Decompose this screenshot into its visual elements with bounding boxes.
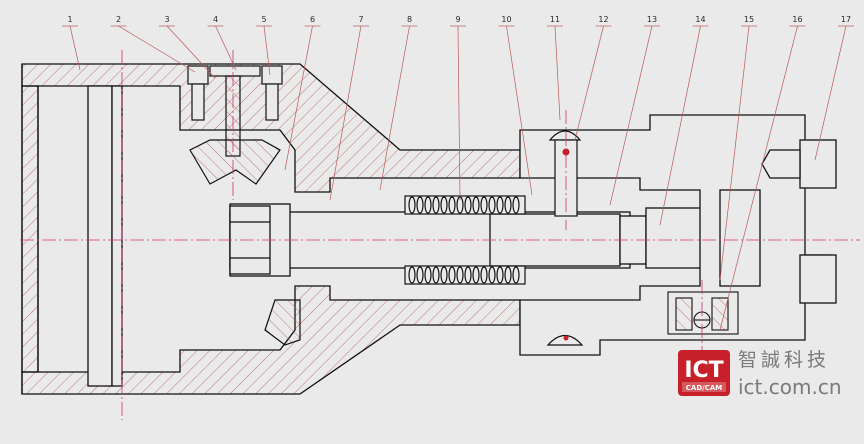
spring-coil — [456, 266, 464, 284]
callout-leader — [284, 25, 313, 171]
callout-number: 5 — [261, 15, 266, 24]
callout-leader — [659, 25, 701, 226]
spring-coil — [416, 196, 424, 214]
callout-number: 9 — [455, 15, 460, 24]
callout-number: 17 — [841, 15, 851, 24]
spring-coil — [504, 196, 512, 214]
spring-coil — [472, 266, 480, 284]
callout-number: 15 — [744, 15, 754, 24]
callout-leader — [457, 25, 461, 201]
callout-number: 3 — [164, 15, 169, 24]
spring-coil — [488, 266, 496, 284]
centerlines — [20, 50, 860, 420]
compression-spring — [404, 195, 526, 285]
callout-number: 10 — [501, 15, 511, 24]
watermark-url: ict.com.cn — [738, 375, 842, 399]
spring-coil — [440, 196, 448, 214]
spring-coil — [480, 266, 488, 284]
callout-leader — [554, 25, 561, 121]
watermark-logo: ICT — [684, 358, 723, 383]
callout-number: 12 — [598, 15, 608, 24]
callout-leader — [574, 25, 604, 141]
callout-leader — [329, 25, 362, 201]
bevel-gear — [189, 139, 301, 346]
spring-coil — [464, 266, 472, 284]
callout-number: 13 — [647, 15, 657, 24]
callout-leader — [379, 25, 410, 191]
callout-number: 6 — [310, 15, 315, 24]
spring-coil — [440, 266, 448, 284]
callout-leader — [263, 25, 271, 76]
spring-coil — [512, 266, 520, 284]
spring-coil — [448, 266, 456, 284]
callout-number: 7 — [358, 15, 363, 24]
spring-coil — [448, 196, 456, 214]
watermark: ICT CAD/CAM 智誠科技 ict.com.cn — [678, 349, 842, 399]
callout-number: 16 — [792, 15, 802, 24]
spring-coil — [480, 196, 488, 214]
spring-coil — [472, 196, 480, 214]
spring-coil — [408, 196, 416, 214]
callout-leader — [609, 25, 653, 206]
spring-coil — [424, 196, 432, 214]
callout-leader — [166, 25, 216, 79]
spring-coil — [416, 266, 424, 284]
callout-leader — [719, 25, 750, 281]
spring-coil — [512, 196, 520, 214]
detent-spring — [667, 291, 739, 335]
callout-number: 4 — [213, 15, 218, 24]
spring-coil — [424, 266, 432, 284]
watermark-logo-sub: CAD/CAM — [686, 384, 722, 392]
callout-leader — [719, 25, 798, 331]
callout-leader — [215, 25, 237, 71]
callout-number: 2 — [116, 15, 121, 24]
callout-leader — [69, 25, 81, 71]
callout-number: 1 — [67, 15, 72, 24]
callout-leader — [118, 25, 196, 73]
callout-leader — [814, 25, 847, 161]
callout-leader — [506, 25, 533, 196]
right-housing — [519, 114, 837, 356]
callout-number: 14 — [695, 15, 705, 24]
spring-coil — [432, 196, 440, 214]
spring-coil — [496, 266, 504, 284]
watermark-logo-box — [678, 350, 730, 396]
spring-coil — [432, 266, 440, 284]
spring-coil — [488, 196, 496, 214]
spring-coil — [496, 196, 504, 214]
spring-coil — [464, 196, 472, 214]
spring-coil — [408, 266, 416, 284]
spring-coil — [504, 266, 512, 284]
callout-number: 11 — [550, 15, 560, 24]
callout-number: 8 — [407, 15, 412, 24]
watermark-company-name: 智誠科技 — [738, 349, 830, 371]
